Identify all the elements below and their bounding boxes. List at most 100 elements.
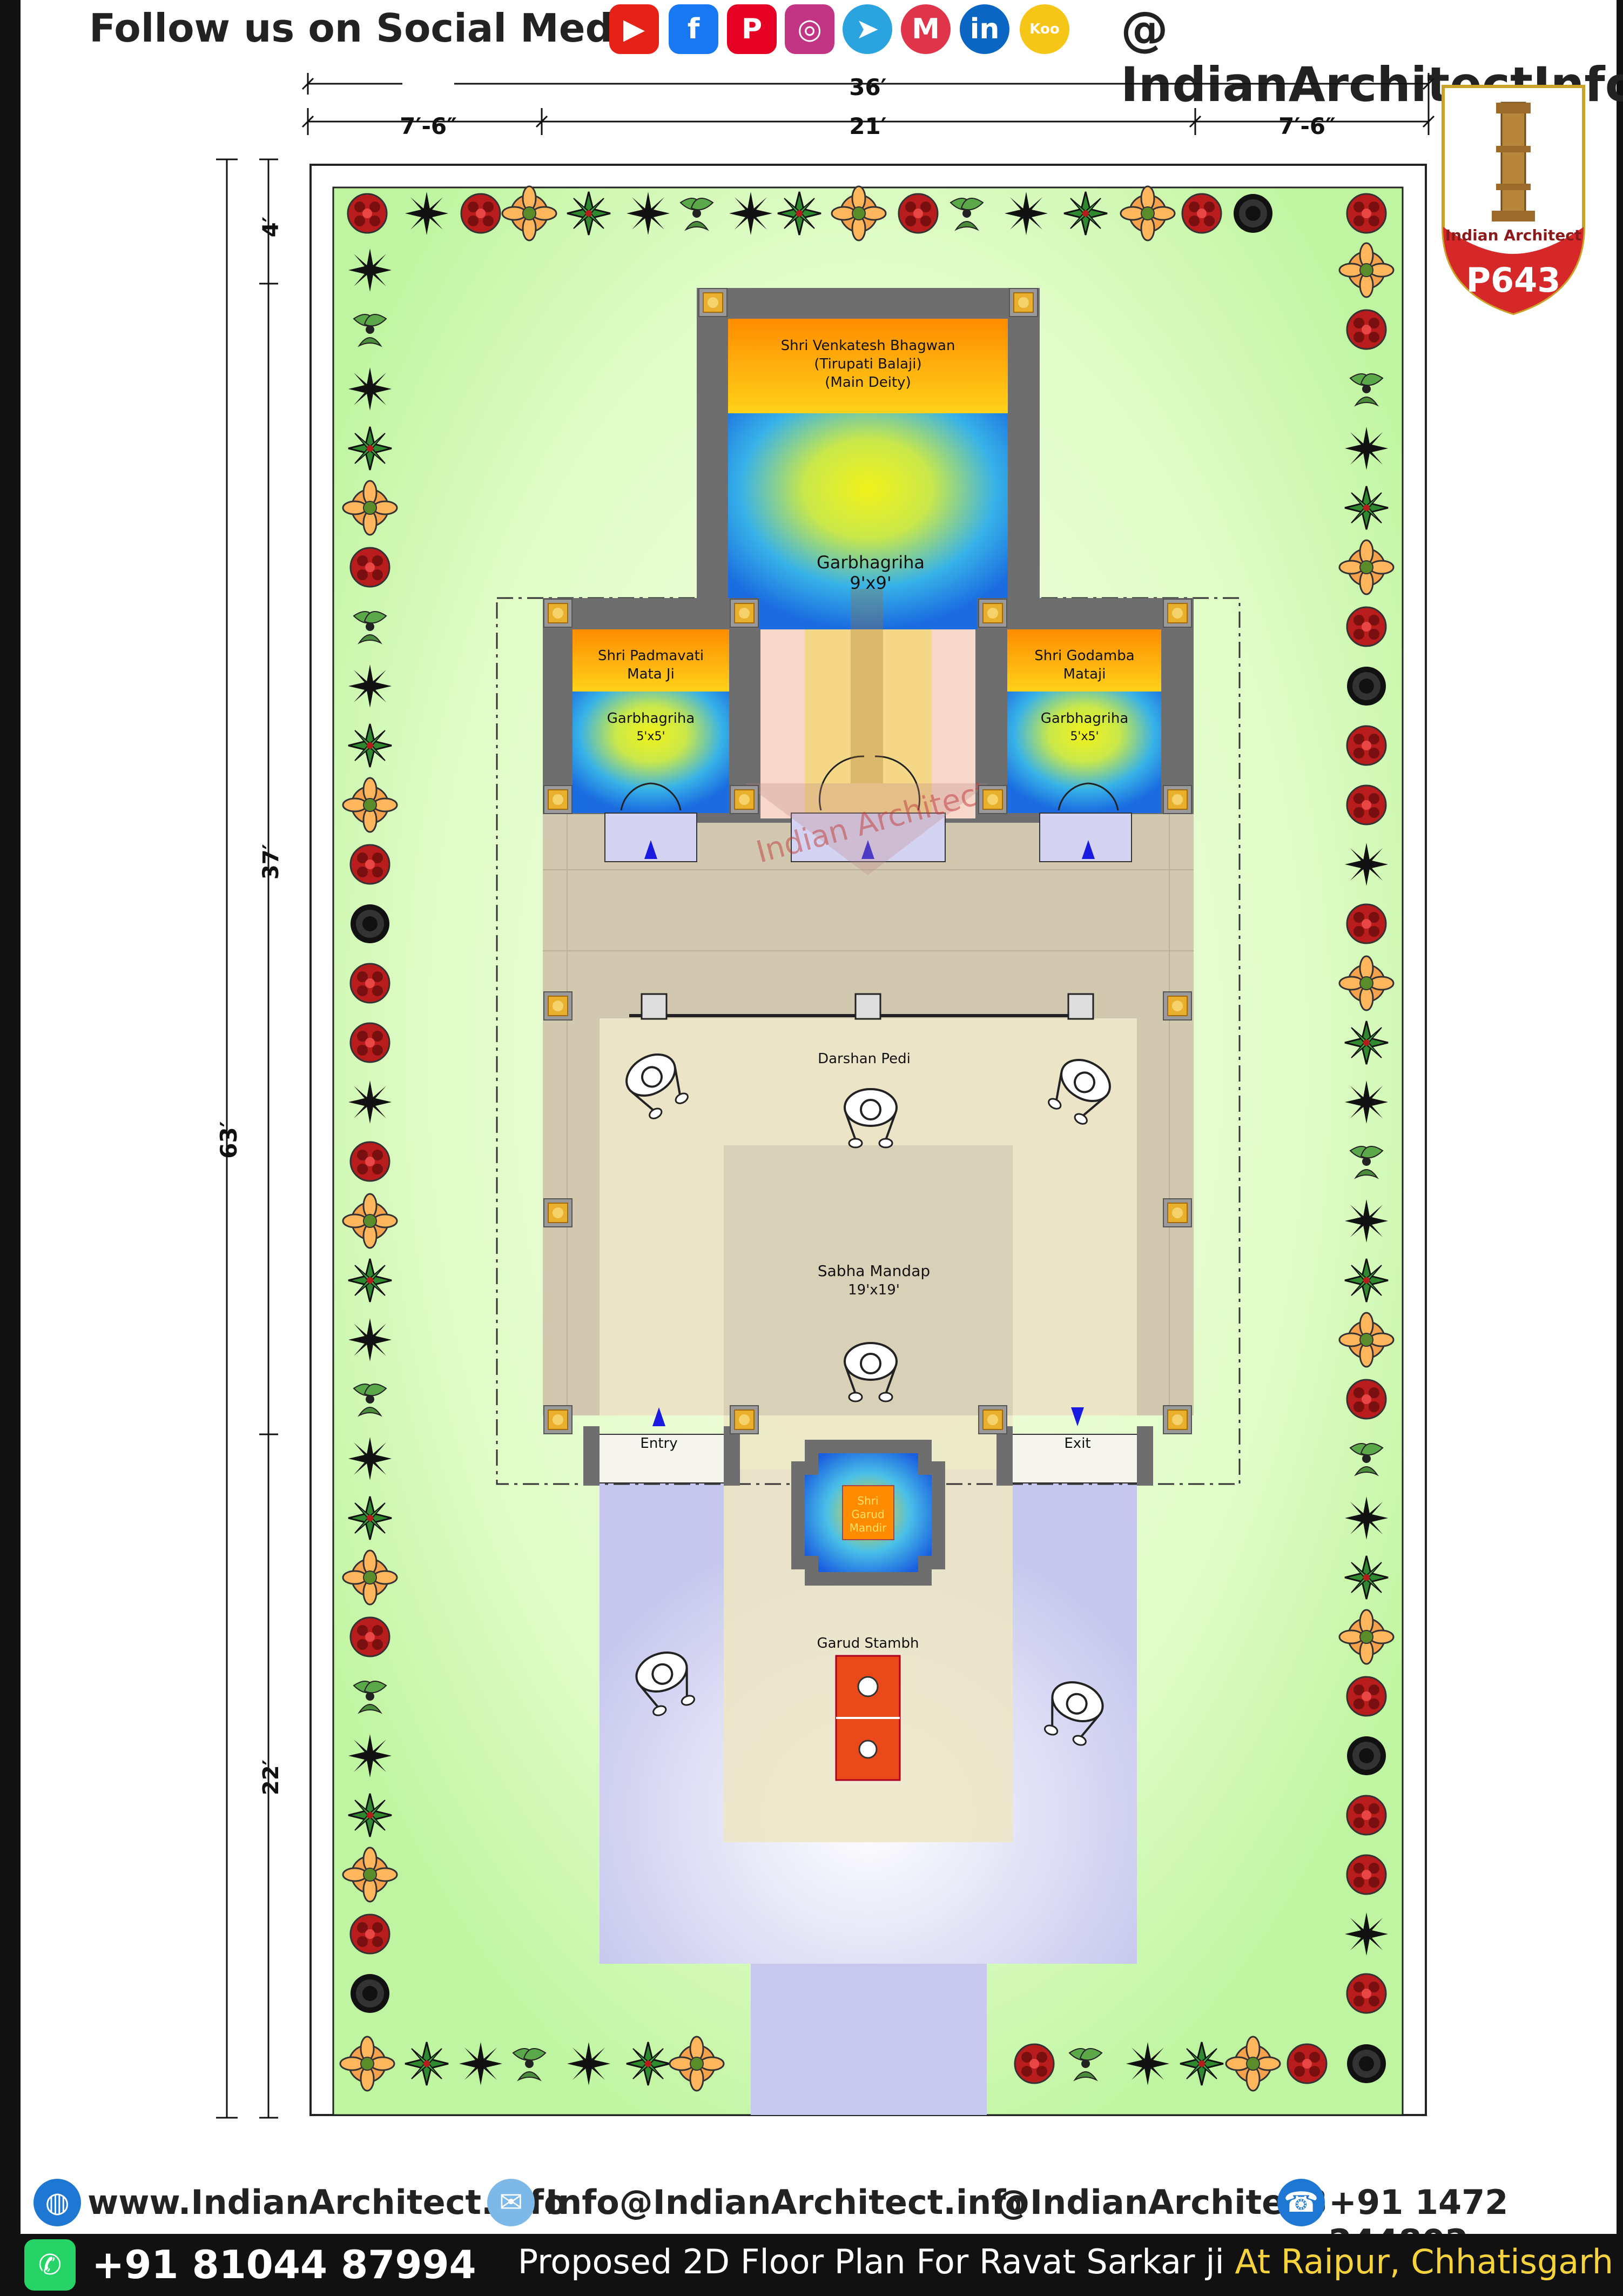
leaf-plant-icon bbox=[950, 198, 984, 230]
black-palm-icon bbox=[1126, 2042, 1169, 2085]
instagram-icon[interactable]: ◎ bbox=[785, 4, 834, 54]
dim-left-b: 37′ bbox=[259, 844, 284, 880]
green-palm-icon bbox=[404, 2041, 449, 2086]
linkedin-icon[interactable]: in bbox=[960, 4, 1009, 54]
main-deity-line1: Shri Venkatesh Bhagwan bbox=[781, 338, 955, 354]
black-palm-icon bbox=[1345, 843, 1388, 886]
plan-title-prefix: Proposed 2D Floor Plan For Ravat Sarkar … bbox=[517, 2242, 1224, 2281]
red-flower-icon bbox=[1346, 1854, 1387, 1895]
right-border bbox=[1617, 0, 1623, 2296]
exit-label: Exit bbox=[1064, 1435, 1090, 1452]
email-link[interactable]: Info@IndianArchitect.info bbox=[546, 2183, 1029, 2222]
koo-icon[interactable]: Koo bbox=[1020, 4, 1069, 54]
right-deity-line2: Mataji bbox=[1063, 666, 1106, 682]
black-palm-icon bbox=[348, 367, 392, 411]
orange-flower-icon bbox=[831, 185, 887, 241]
black-palm-icon bbox=[348, 249, 392, 292]
logo-code: P643 bbox=[1466, 260, 1561, 300]
black-palm-icon bbox=[1345, 1496, 1388, 1540]
left-garbhagriha-label: Garbhagriha bbox=[607, 710, 695, 727]
youtube-icon[interactable]: ▶ bbox=[609, 4, 659, 54]
green-palm-icon bbox=[347, 426, 393, 471]
red-flower-icon bbox=[1346, 1973, 1387, 2014]
whatsapp-icon: ✆ bbox=[24, 2239, 76, 2291]
footer-bar bbox=[0, 2234, 1623, 2296]
black-palm-icon bbox=[348, 1734, 392, 1777]
red-flower-icon bbox=[1346, 193, 1387, 234]
red-flower-icon bbox=[460, 193, 501, 234]
dim-top-right: 7′-6″ bbox=[1278, 113, 1336, 139]
pinterest-icon[interactable]: P bbox=[727, 4, 777, 54]
red-flower-icon bbox=[1346, 606, 1387, 647]
darshan-pedi-label: Darshan Pedi bbox=[818, 1051, 911, 1067]
devotee-icon bbox=[1042, 1050, 1119, 1130]
watermark: Indian Architect bbox=[752, 775, 992, 870]
indian-architect-logo: Indian Architect P643 bbox=[1442, 85, 1585, 315]
devotee-icon bbox=[844, 1342, 898, 1402]
right-garbhagriha-size: 5'x5' bbox=[1070, 730, 1099, 743]
website-link[interactable]: www.IndianArchitect.info bbox=[87, 2183, 567, 2222]
right-garbhagriha-label: Garbhagriha bbox=[1041, 710, 1129, 727]
main-garbhagriha-label: Garbhagriha bbox=[817, 552, 925, 573]
green-palm-icon bbox=[347, 1258, 393, 1303]
footer-contacts bbox=[21, 2174, 1617, 2234]
shrub-icon bbox=[1347, 667, 1386, 706]
green-palm-icon bbox=[1179, 2041, 1224, 2086]
red-flower-icon bbox=[898, 193, 939, 234]
pillar-icon bbox=[730, 785, 759, 814]
pillar-icon bbox=[1163, 991, 1192, 1021]
black-palm-icon bbox=[1345, 1199, 1388, 1243]
plan-title-place: Raipur, Chhatisgarh bbox=[1281, 2242, 1613, 2281]
black-palm-icon bbox=[1345, 427, 1388, 470]
black-palm-icon bbox=[1345, 1080, 1388, 1124]
pillar-icon bbox=[978, 785, 1007, 814]
pillar-icon bbox=[978, 599, 1007, 628]
left-garbhagriha-size: 5'x5' bbox=[636, 730, 665, 743]
red-flower-icon bbox=[1346, 1676, 1387, 1717]
orange-flower-icon bbox=[342, 777, 398, 833]
orange-flower-icon bbox=[1120, 185, 1176, 241]
red-flower-icon bbox=[349, 844, 390, 885]
leaf-plant-icon bbox=[353, 314, 387, 346]
orange-flower-icon bbox=[1338, 539, 1395, 595]
devotee-icon bbox=[630, 1644, 701, 1720]
red-flower-icon bbox=[1346, 903, 1387, 944]
entry-label: Entry bbox=[640, 1435, 677, 1452]
pillar-icon bbox=[698, 288, 728, 317]
green-palm-icon bbox=[1344, 1258, 1389, 1303]
sabha-mandap-size: 19'x19' bbox=[848, 1282, 900, 1298]
orange-flower-icon bbox=[1338, 955, 1395, 1011]
facebook-icon[interactable]: f bbox=[669, 4, 718, 54]
telegram-icon[interactable]: ➤ bbox=[843, 4, 892, 54]
devotee-icon bbox=[844, 1088, 898, 1149]
orange-flower-icon bbox=[342, 1193, 398, 1249]
moj-icon[interactable]: M bbox=[901, 4, 951, 54]
whatsapp-number[interactable]: +91 81044 87994 bbox=[92, 2242, 476, 2287]
dim-top-left: 7′-6″ bbox=[400, 113, 457, 139]
red-flower-icon bbox=[349, 1616, 390, 1657]
red-flower-icon bbox=[349, 1914, 390, 1955]
green-palm-icon bbox=[1344, 1555, 1389, 1600]
garud-mandir-line2: Garud bbox=[851, 1508, 884, 1521]
dim-left-total: 63′ bbox=[215, 1121, 242, 1159]
shrub-icon bbox=[1347, 1736, 1386, 1775]
leaf-plant-icon bbox=[1350, 1443, 1383, 1475]
pillar-icon bbox=[543, 991, 573, 1021]
black-palm-icon bbox=[1345, 1912, 1388, 1956]
instagram-handle[interactable]: @IndianArchitec3 bbox=[996, 2183, 1328, 2222]
black-palm-icon bbox=[627, 192, 670, 235]
green-palm-icon bbox=[777, 191, 822, 236]
main-deity-line3: (Main Deity) bbox=[825, 374, 911, 391]
green-palm-icon bbox=[347, 1495, 393, 1541]
green-palm-icon bbox=[347, 723, 393, 768]
red-flower-icon bbox=[1346, 1795, 1387, 1836]
leaf-plant-icon bbox=[680, 198, 713, 230]
shrub-icon bbox=[351, 904, 389, 943]
green-palm-icon bbox=[1344, 1020, 1389, 1065]
leaf-plant-icon bbox=[353, 611, 387, 643]
plan-title-at: At bbox=[1235, 2242, 1271, 2281]
left-border bbox=[0, 0, 21, 2296]
globe-icon: ◍ bbox=[33, 2179, 81, 2226]
right-deity-line1: Shri Godamba bbox=[1034, 648, 1134, 664]
main-garbhagriha-size: 9'x9' bbox=[850, 573, 891, 593]
